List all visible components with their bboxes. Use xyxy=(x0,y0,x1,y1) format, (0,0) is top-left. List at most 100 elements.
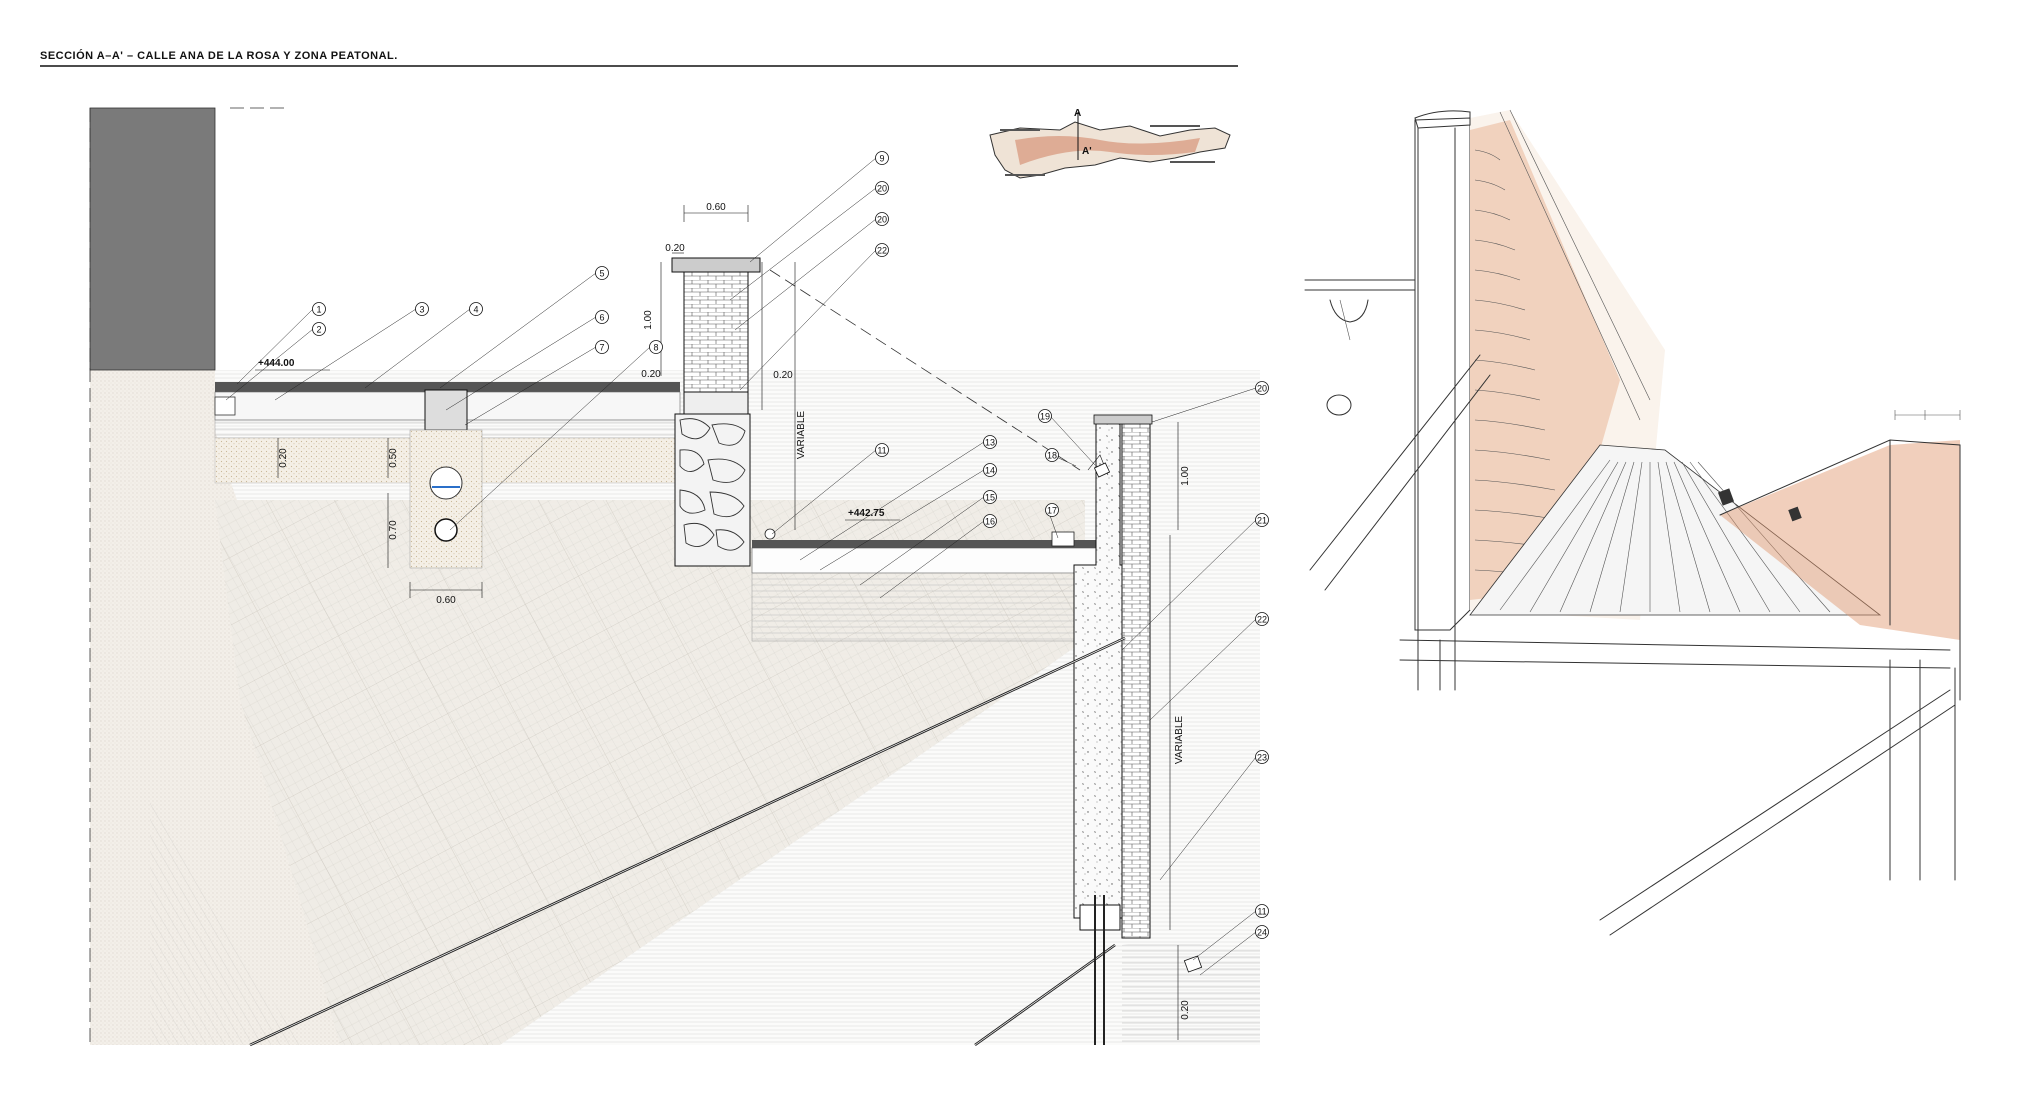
svg-text:20: 20 xyxy=(1257,384,1267,394)
sketch-left-wall xyxy=(1414,117,1471,631)
wall-brick-cladding xyxy=(1121,417,1151,939)
callout-2: 2 xyxy=(312,322,326,336)
svg-text:20: 20 xyxy=(877,215,887,225)
callout-22-b: 22 xyxy=(1255,612,1269,626)
svg-text:14: 14 xyxy=(985,466,995,476)
parapet-scupper xyxy=(1093,462,1111,478)
drain-gutter xyxy=(1051,531,1075,547)
dim-pavement-depth: 0.20 xyxy=(278,448,289,468)
dim-drain-depth: 0.50 xyxy=(388,448,399,468)
sketch-base-slab xyxy=(1399,639,1951,669)
svg-text:7: 7 xyxy=(599,343,604,353)
callout-8: 8 xyxy=(649,340,663,354)
callout-11-b: 11 xyxy=(1255,904,1269,918)
svg-text:16: 16 xyxy=(985,517,995,527)
existing-building xyxy=(89,107,216,371)
key-map-marker-prime: A' xyxy=(1082,146,1092,157)
sketch-deck xyxy=(1469,444,1882,616)
svg-text:5: 5 xyxy=(599,269,604,279)
dim-pier-drop: 0.20 xyxy=(641,369,661,380)
stone-footing xyxy=(674,413,751,567)
key-map-street xyxy=(1015,136,1200,165)
callout-13: 13 xyxy=(983,435,997,449)
elevation-lower: +442.75 xyxy=(848,508,885,519)
sketch-base-verticals xyxy=(1439,639,1891,881)
callout-11-a: 11 xyxy=(875,443,889,457)
section-title: SECCIÓN A–A' – CALLE ANA DE LA ROSA Y ZO… xyxy=(40,49,398,62)
sketch-brick-courses xyxy=(1474,109,1651,581)
pedestrian-pavement xyxy=(752,540,1102,548)
callout-17: 17 xyxy=(1045,503,1059,517)
sketch-anchor-left-b xyxy=(1324,374,1491,591)
callout-7: 7 xyxy=(595,340,609,354)
svg-text:15: 15 xyxy=(985,493,995,503)
sketch-parapet-outline xyxy=(1719,439,1961,701)
svg-text:9: 9 xyxy=(879,154,884,164)
callout-16: 16 xyxy=(983,514,997,528)
svg-text:4: 4 xyxy=(473,305,478,315)
sight-line xyxy=(769,269,1081,471)
callout-15: 15 xyxy=(983,490,997,504)
callout-3: 3 xyxy=(415,302,429,316)
pipe-detail xyxy=(429,466,463,500)
pier-cap xyxy=(683,391,749,415)
callout-leaders xyxy=(225,157,1257,976)
sketch-deck-planks xyxy=(1499,459,1831,613)
svg-text:24: 24 xyxy=(1257,928,1267,938)
svg-text:1: 1 xyxy=(316,305,321,315)
wall-coping xyxy=(1093,414,1153,425)
callout-4: 4 xyxy=(469,302,483,316)
dim-pier-cap: 0.20 xyxy=(773,370,793,381)
section-drawing: 0.60 0.20 1.00 0.20 0.20 VARIABLE 0.20 0… xyxy=(89,107,1269,1047)
callout-21: 21 xyxy=(1255,513,1269,527)
sketch-parapet-dims xyxy=(1894,410,1961,420)
sketch-drain xyxy=(1329,299,1369,323)
svg-text:18: 18 xyxy=(1047,451,1057,461)
sketch-light-b xyxy=(1788,506,1802,522)
sketch-right-parapet xyxy=(1720,440,1960,640)
dim-base-depth: 0.20 xyxy=(1180,1000,1191,1020)
svg-text:17: 17 xyxy=(1047,506,1057,516)
svg-text:22: 22 xyxy=(1257,615,1267,625)
dim-pier-width: 0.60 xyxy=(706,202,726,213)
sketch-right-piers xyxy=(1919,659,1956,881)
dim-variable-pier: VARIABLE xyxy=(796,411,807,459)
svg-text:8: 8 xyxy=(653,343,658,353)
pier-brick xyxy=(683,271,749,393)
drain-pipe xyxy=(434,518,458,542)
dim-drain-width: 0.60 xyxy=(436,595,456,606)
callout-9: 9 xyxy=(875,151,889,165)
svg-text:3: 3 xyxy=(419,305,424,315)
dim-pier-coping: 0.20 xyxy=(665,243,685,254)
key-map: A A' xyxy=(989,108,1231,179)
sketch-coping xyxy=(1414,110,1471,129)
base-ground xyxy=(1122,943,1260,1045)
svg-text:11: 11 xyxy=(1257,907,1266,917)
sketch-pipe xyxy=(1326,394,1352,416)
lower-strata-hatch xyxy=(150,800,300,1045)
pedestrian-slab xyxy=(751,547,1103,574)
dim-variable-wall: VARIABLE xyxy=(1174,716,1185,764)
sketch-drain-stem xyxy=(1339,299,1351,341)
svg-text:23: 23 xyxy=(1257,753,1267,763)
pedestrian-subbase xyxy=(751,572,1083,642)
key-map-marker: A xyxy=(1074,108,1081,119)
ground-anchor-lower-core xyxy=(974,944,1116,1046)
sketch-anchor-left xyxy=(1309,354,1481,571)
callout-22-a: 22 xyxy=(875,243,889,257)
svg-text:2: 2 xyxy=(316,325,321,335)
callout-18: 18 xyxy=(1045,448,1059,462)
perspective-sketch xyxy=(1304,109,1961,936)
street-pavement xyxy=(215,382,680,392)
callout-20-a: 20 xyxy=(875,181,889,195)
edge-drain xyxy=(764,528,776,540)
callout-24: 24 xyxy=(1255,925,1269,939)
elevation-upper: +444.00 xyxy=(258,358,295,369)
dim-pipe-depth: 0.70 xyxy=(388,520,399,540)
dim-parapet-height: 1.00 xyxy=(1180,466,1191,486)
base-drain xyxy=(1183,955,1203,973)
dim-pier-height: 1.00 xyxy=(643,310,654,330)
sketch-street-line xyxy=(1304,279,1416,291)
stone-masonry xyxy=(679,418,746,551)
